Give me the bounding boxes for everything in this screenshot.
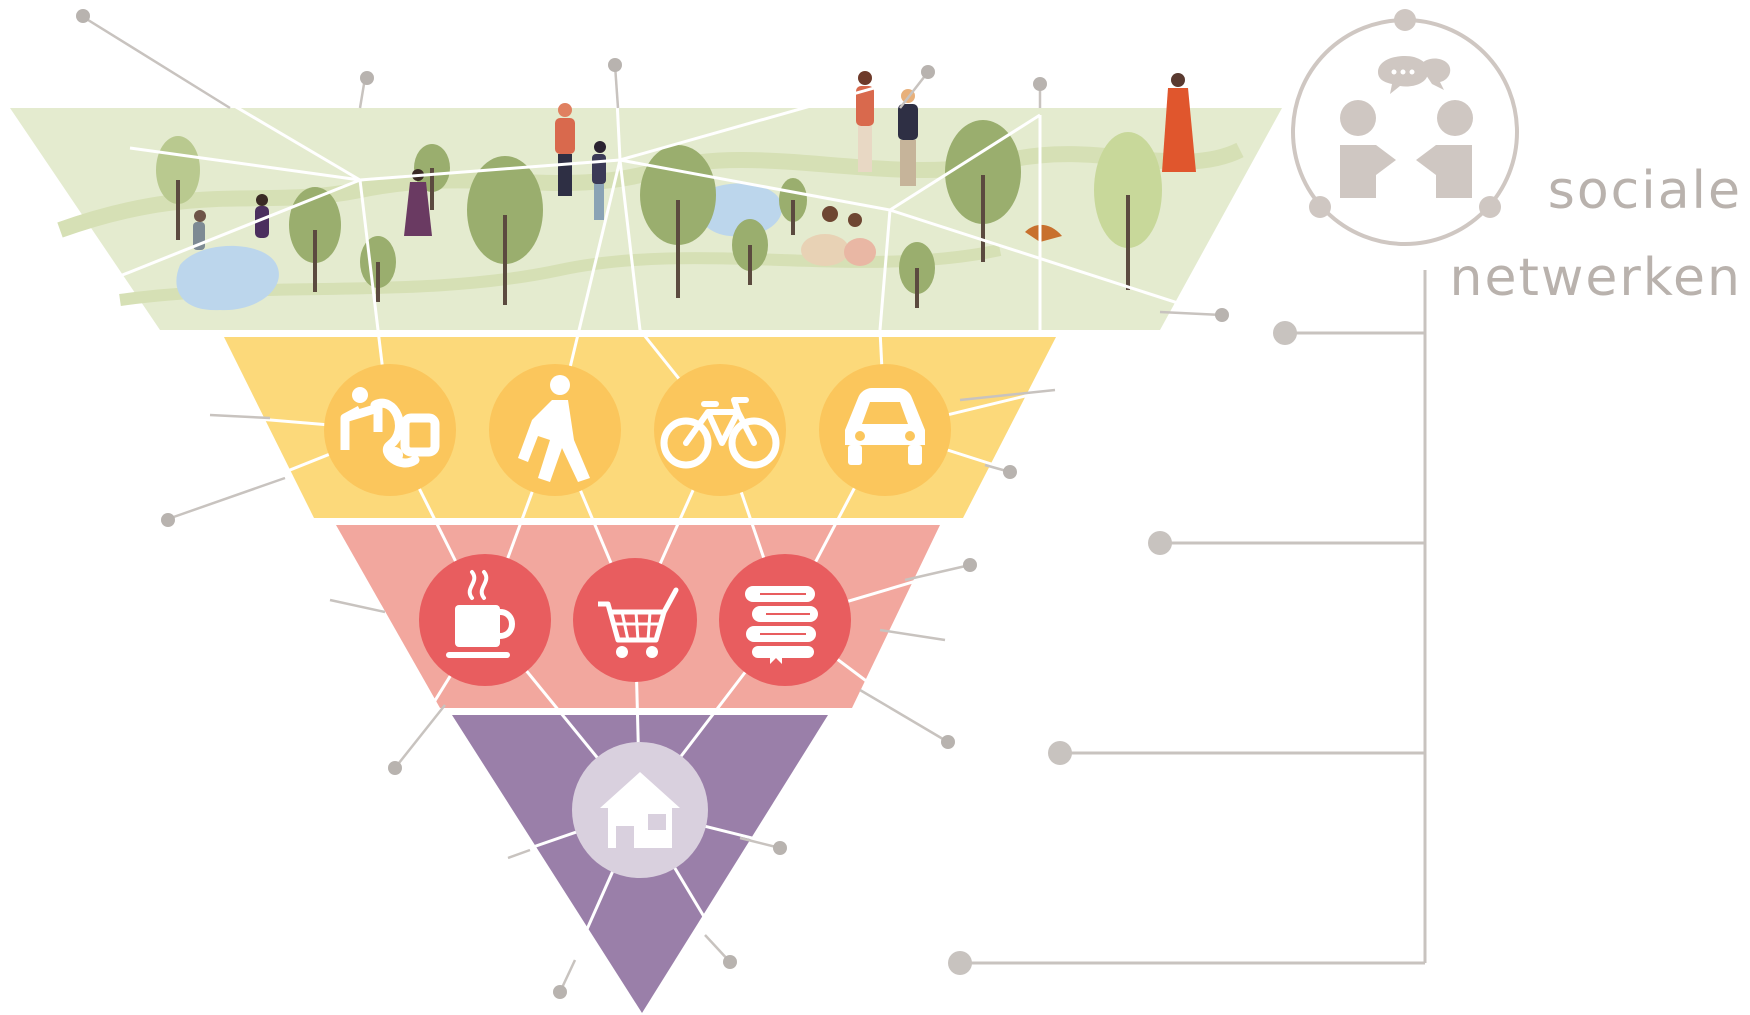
bicycle-icon bbox=[654, 364, 786, 496]
trees bbox=[156, 120, 1162, 308]
bracket-connectors bbox=[960, 270, 1427, 965]
network-lines-grey bbox=[79, 13, 1223, 993]
social-network-icon bbox=[1291, 9, 1519, 246]
park-scenery bbox=[57, 71, 1244, 311]
house-icon bbox=[572, 742, 708, 878]
pond bbox=[176, 245, 279, 311]
mobility-route-icon bbox=[324, 364, 456, 496]
car-icon bbox=[819, 364, 951, 496]
label-line-1: sociale bbox=[1548, 161, 1742, 221]
label-line-2: netwerken bbox=[1450, 248, 1742, 308]
mobility-icons bbox=[324, 364, 951, 496]
people bbox=[193, 71, 1196, 266]
network-dots bbox=[76, 9, 1229, 999]
pond bbox=[696, 183, 782, 237]
books-icon bbox=[719, 554, 851, 686]
amenity-icons bbox=[419, 554, 851, 686]
pedestrian-icon bbox=[489, 364, 621, 496]
coffee-cup-icon bbox=[419, 554, 551, 686]
shopping-cart-icon bbox=[573, 558, 697, 682]
bracket-dots bbox=[948, 321, 1297, 975]
